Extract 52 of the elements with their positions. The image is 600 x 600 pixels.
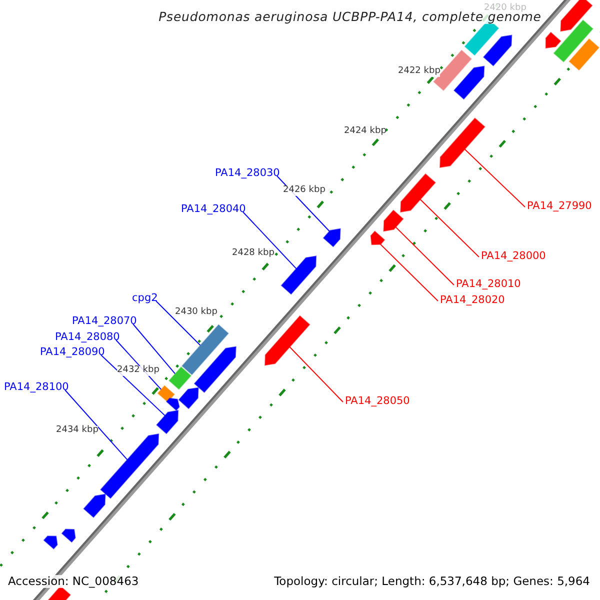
gene-feature [100, 433, 160, 499]
leader-line [132, 324, 176, 374]
scale-label: 2420 kbp [484, 4, 526, 14]
leader-line [464, 148, 526, 208]
gene-feature [545, 32, 562, 49]
gene-feature [83, 494, 106, 518]
scale-label: 2430 kbp [175, 308, 218, 318]
gene-label: PA14_28070 [72, 316, 137, 328]
gene-feature [280, 256, 317, 295]
gene-block [181, 324, 229, 376]
leader-line [242, 212, 297, 270]
accession-text: Accession: NC_008463 [8, 575, 139, 588]
gene-label: PA14_28080 [55, 332, 120, 344]
leader-line [64, 390, 128, 460]
leader-line [156, 300, 201, 346]
gene-feature [453, 66, 485, 100]
gene-block [568, 38, 600, 71]
gene-label: PA14_28100 [4, 382, 69, 394]
scale-label: 2432 kbp [117, 366, 160, 376]
gene-feature [264, 315, 310, 366]
gene-feature [383, 210, 404, 232]
gene-feature [370, 230, 386, 246]
gene-feature [482, 34, 512, 66]
gene-label: PA14_28030 [215, 168, 280, 180]
gene-block [157, 385, 175, 403]
gene-label: cpg2 [132, 293, 158, 305]
leader-line [100, 354, 166, 416]
scale-label: 2422 kbp [398, 67, 440, 77]
scale-label: 2424 kbp [344, 127, 386, 137]
leader-line [289, 346, 344, 402]
gene-label: PA14_27990 [527, 201, 592, 213]
leader-line [420, 198, 480, 258]
gene-feature [61, 528, 76, 543]
gene-feature [560, 0, 593, 32]
leader-line [380, 244, 438, 302]
gene-label: PA14_28020 [440, 295, 505, 307]
gene-feature [322, 228, 341, 248]
genome-info-text: Topology: circular; Length: 6,537,648 bp; Genes: 5,964 [274, 575, 590, 588]
scale-label: 2434 kbp [56, 426, 98, 436]
gene-label: PA14_28010 [456, 279, 521, 291]
scale-label: 2426 kbp [283, 186, 326, 196]
scale-label: 2428 kbp [232, 249, 274, 259]
gene-label: PA14_28050 [345, 396, 410, 408]
gene-label: PA14_28000 [481, 251, 546, 263]
gene-label: PA14_28040 [181, 204, 246, 216]
gene-block [553, 20, 594, 62]
gene-feature [43, 536, 58, 550]
leader-line [395, 226, 454, 286]
gene-feature [439, 118, 486, 168]
gene-feature [194, 346, 236, 393]
gene-feature [400, 173, 436, 213]
gene-label: PA14_28090 [40, 347, 105, 359]
